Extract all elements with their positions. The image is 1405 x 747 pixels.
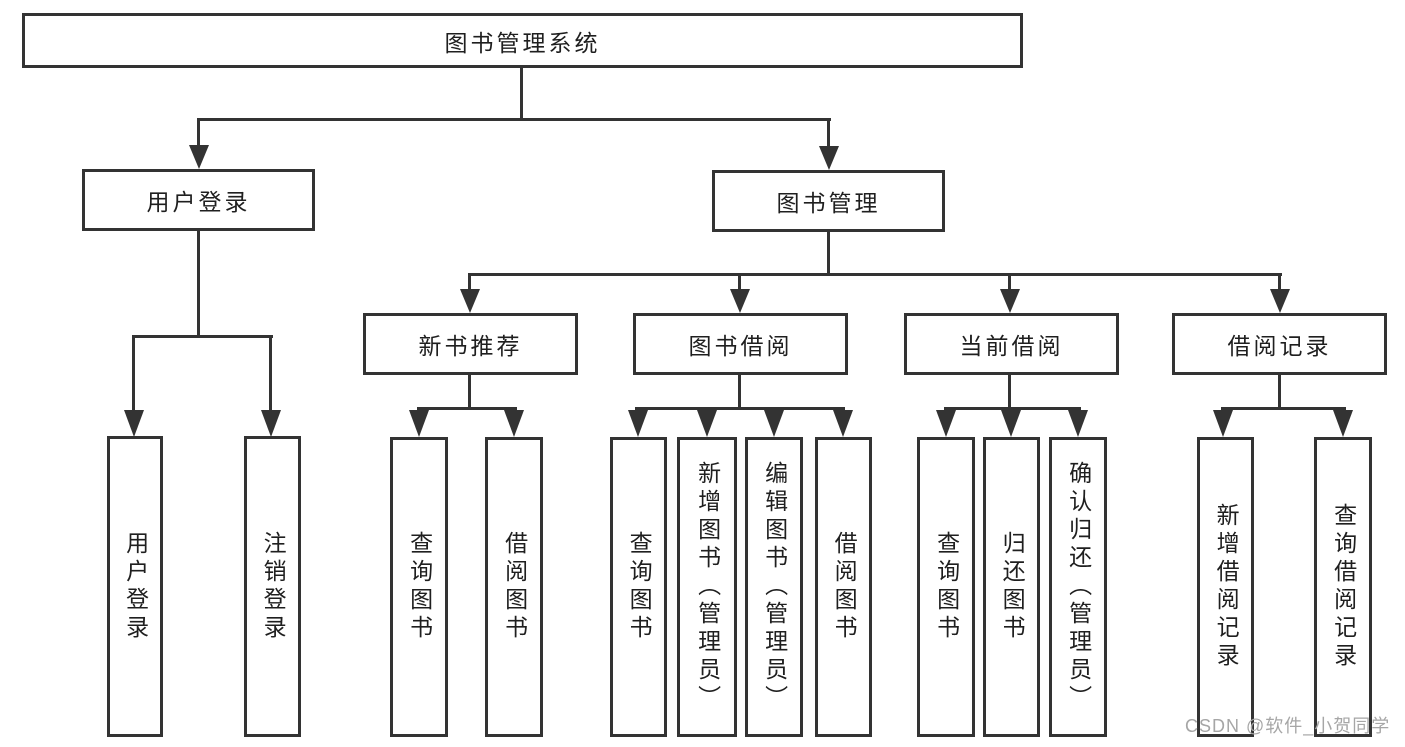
connector-line [1008, 375, 1011, 408]
connector-line [944, 407, 1081, 410]
node-label: 新增图书（管理员） [694, 461, 721, 713]
arrowhead [1000, 289, 1020, 313]
node-book-borrowing: 图书借阅 [633, 313, 848, 375]
arrowhead [1333, 410, 1353, 437]
node-label: 查询图书 [406, 531, 433, 643]
node-label: 借阅图书 [501, 531, 528, 643]
node-label: 用户登录 [146, 189, 251, 215]
leaf-confirm-return-admin: 确认归还（管理员） [1049, 437, 1107, 737]
node-label: 查询借阅记录 [1330, 503, 1357, 671]
node-label: 新增借阅记录 [1213, 503, 1240, 671]
node-label: 编辑图书（管理员） [761, 461, 788, 713]
node-borrowing-records: 借阅记录 [1172, 313, 1387, 375]
connector-line [1008, 276, 1011, 290]
leaf-return-books: 归还图书 [983, 437, 1040, 737]
arrowhead [409, 410, 429, 437]
connector-line [738, 276, 741, 290]
leaf-query-books-current: 查询图书 [917, 437, 975, 737]
arrowhead [936, 410, 956, 437]
connector-line [132, 338, 135, 411]
connector-line [197, 118, 831, 121]
connector-line [738, 375, 741, 408]
node-current-borrowing: 当前借阅 [904, 313, 1119, 375]
arrowhead [730, 289, 750, 313]
node-user-login: 用户登录 [82, 169, 315, 231]
node-label: 查询图书 [626, 531, 653, 643]
connector-line [635, 407, 845, 410]
arrowhead [460, 289, 480, 313]
node-label: 当前借阅 [959, 333, 1064, 359]
connector-line [1221, 407, 1346, 410]
node-book-management: 图书管理 [712, 170, 945, 232]
arrowhead [1001, 410, 1021, 437]
connector-line [1278, 276, 1281, 290]
leaf-add-borrow-record: 新增借阅记录 [1197, 437, 1254, 737]
leaf-edit-book-admin: 编辑图书（管理员） [745, 437, 803, 737]
leaf-borrow-books-recommend: 借阅图书 [485, 437, 543, 737]
leaf-query-books-borrowing: 查询图书 [610, 437, 667, 737]
connector-line [197, 231, 200, 335]
connector-line [269, 338, 272, 411]
arrowhead [764, 410, 784, 437]
arrowhead [124, 410, 144, 437]
connector-line [827, 121, 830, 147]
connector-line [468, 273, 1282, 276]
arrowhead [1068, 410, 1088, 437]
csdn-watermark: CSDN @软件_小贺同学 [1185, 716, 1391, 736]
node-label: 图书借阅 [688, 333, 793, 359]
connector-line [468, 276, 471, 290]
connector-line [468, 375, 471, 408]
leaf-query-borrow-record: 查询借阅记录 [1314, 437, 1372, 737]
node-label: 借阅记录 [1227, 333, 1332, 359]
leaf-add-book-admin: 新增图书（管理员） [677, 437, 737, 737]
connector-line [827, 232, 830, 274]
node-label: 确认归还（管理员） [1065, 461, 1092, 713]
node-label: 注销登录 [260, 530, 287, 643]
node-label: 图书管理 [776, 190, 881, 216]
connector-line [520, 66, 523, 118]
arrowhead [1213, 410, 1233, 437]
arrowhead [819, 146, 839, 170]
arrowhead [504, 410, 524, 437]
node-label: 用户登录 [122, 530, 149, 643]
node-new-book-recommend: 新书推荐 [363, 313, 578, 375]
arrowhead [189, 145, 209, 169]
connector-line [132, 335, 273, 338]
arrowhead [261, 410, 281, 437]
node-label: 新书推荐 [418, 333, 523, 359]
arrowhead [833, 410, 853, 437]
node-label: 查询图书 [933, 531, 960, 643]
node-label: 借阅图书 [831, 531, 858, 643]
leaf-borrow-books-borrowing: 借阅图书 [815, 437, 872, 737]
node-label: 图书管理系统 [444, 29, 601, 56]
arrowhead [628, 410, 648, 437]
leaf-logout: 注销登录 [244, 436, 301, 737]
connector-line [1278, 375, 1281, 408]
arrowhead [697, 410, 717, 437]
connector-line [417, 407, 517, 410]
node-label: 归还图书 [999, 531, 1026, 643]
leaf-query-books-recommend: 查询图书 [390, 437, 448, 737]
node-book-management-system: 图书管理系统 [22, 13, 1023, 68]
arrowhead [1270, 289, 1290, 313]
connector-line [197, 121, 200, 147]
leaf-user-login: 用户登录 [107, 436, 163, 737]
